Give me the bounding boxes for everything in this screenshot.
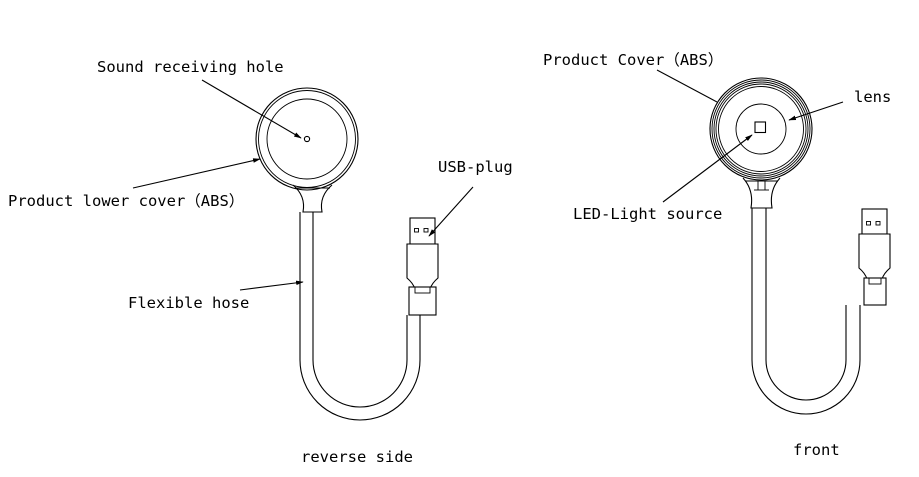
label-usb-plug: USB-plug — [438, 158, 513, 176]
usb-metal-tip — [861, 208, 888, 235]
leader-lens — [788, 101, 844, 121]
caption-reverse-side: reverse side — [301, 448, 413, 466]
reverse-usb-plug — [406, 217, 439, 316]
front-hose-outer — [751, 208, 861, 415]
label-led-light-source: LED-Light source — [573, 205, 722, 223]
front-usb-plug — [858, 208, 891, 306]
reverse-view: Sound receiving hole Product lower cover… — [8, 58, 513, 466]
caption-front: front — [793, 441, 840, 459]
label-product-lower-cover: Product lower cover（ABS） — [8, 192, 244, 210]
label-product-cover: Product Cover（ABS） — [543, 51, 723, 69]
label-flexible-hose: Flexible hose — [128, 294, 249, 312]
leader-flexible-hose — [239, 280, 304, 291]
reverse-inner-disc — [266, 98, 348, 180]
front-hose-inner — [765, 208, 847, 401]
front-view: Product Cover（ABS） lens LED-Light source… — [543, 51, 891, 459]
label-lens: lens — [854, 88, 891, 106]
leader-usb-plug — [428, 186, 474, 237]
sound-receiving-hole — [303, 135, 311, 143]
led-light-source — [754, 121, 767, 134]
leader-led-light — [662, 134, 753, 203]
label-sound-receiving-hole: Sound receiving hole — [97, 58, 284, 76]
usb-body — [858, 233, 891, 280]
usb-strain-relief — [408, 286, 437, 316]
reverse-outer-ring — [255, 87, 359, 191]
usb-body — [406, 243, 439, 290]
leader-lower-cover — [132, 158, 261, 189]
front-head — [709, 77, 813, 209]
usb-strain-relief — [863, 277, 887, 306]
usb-metal-tip — [409, 217, 436, 245]
leader-sound-hole — [201, 79, 302, 139]
front-neck — [742, 177, 781, 209]
front-outer-ring — [709, 77, 813, 181]
reverse-head — [255, 87, 359, 213]
lens — [735, 103, 787, 155]
reverse-hose-outer — [299, 212, 421, 421]
reverse-hose-inner — [312, 212, 408, 408]
leader-product-cover — [656, 69, 718, 103]
